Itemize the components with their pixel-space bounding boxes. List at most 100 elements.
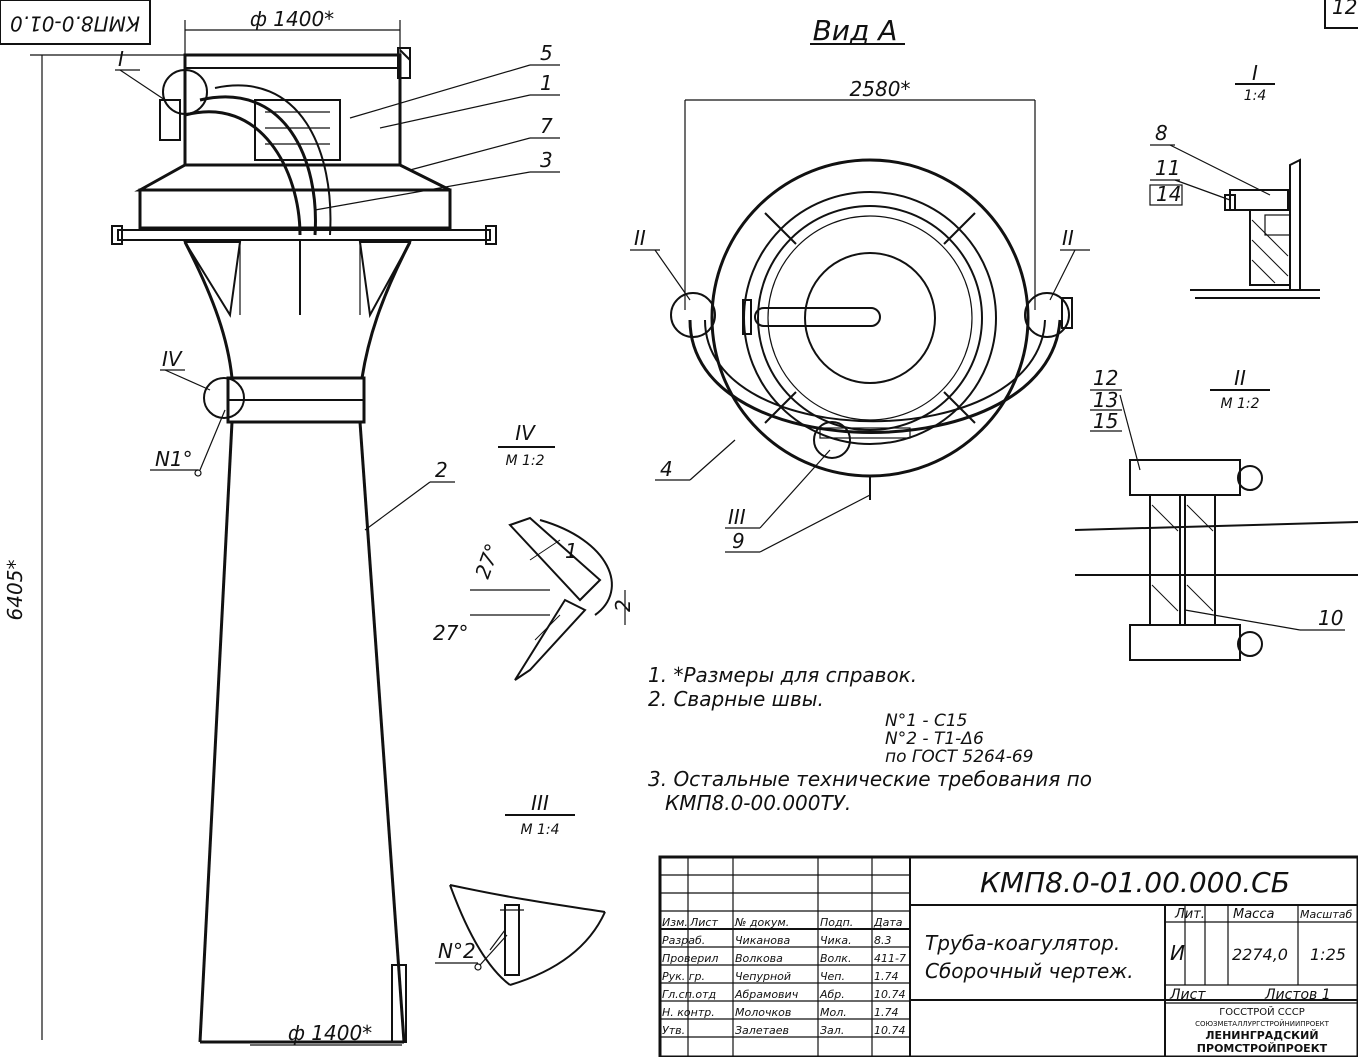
svg-text:Утв.: Утв. [662,1024,685,1037]
note-3b: КМП8.0-00.000ТУ. [665,791,851,815]
title-block: Изм. Лист № докум. Подп. Дата Разраб. Чи… [658,855,1358,1057]
callout-ii-left: II [634,226,646,250]
weld-gap: 2 [611,599,635,612]
pos-9: 9 [732,529,745,553]
weld-leg: 1 [565,539,578,563]
doc-code: КМП8.0-01.00.000.СБ [980,866,1290,899]
note-2: 2. Сварные швы. [648,687,824,711]
note-2b: N°2 - T1-Δ6 [885,729,984,749]
detail-i: I 1:4 8 11 14 [1149,61,1320,299]
detail-iii-scale: М 1:4 [520,822,559,838]
scale-value: 1:25 [1310,945,1346,964]
scale-label: Масштаб [1300,908,1352,921]
detail-iv-roman: IV [515,421,536,445]
sig-row-2: Рук. гр. Чепурной Чеп. 1.74 [662,970,899,983]
callout-ii-right: II [1062,226,1074,250]
pos-12: 12 [1093,366,1118,390]
doc-name-line2: Сборочный чертеж. [925,959,1134,983]
pos-15: 15 [1093,409,1118,433]
rotated-code-box: КМП8.0-01.0 [0,0,151,45]
svg-text:1.74: 1.74 [874,1006,899,1019]
note-2a: N°1 - C15 [885,711,967,731]
svg-text:10.74: 10.74 [874,988,906,1001]
weld-angle-upper: 27° [470,540,505,582]
dim-view-width: 2580* [850,77,911,101]
svg-text:Разраб.: Разраб. [662,934,705,947]
svg-text:Чика.: Чика. [820,934,852,947]
svg-text:Мол.: Мол. [820,1006,847,1019]
detail-i-scale: 1:4 [1244,88,1267,104]
svg-text:Чиканова: Чиканова [735,934,790,947]
svg-text:Абр.: Абр. [819,988,845,1001]
svg-text:411-7: 411-7 [874,952,906,965]
mass-label: Масса [1233,907,1274,922]
sheets-label: Листов 1 [1264,987,1331,1003]
hdr-sign: Подп. [820,916,853,929]
svg-text:Н. контр.: Н. контр. [662,1006,715,1019]
detail-i-roman: I [1252,61,1258,85]
org-line1: ГОССТРОЙ СССР [1219,1005,1305,1018]
detail-ii-scale: М 1:2 [1220,396,1259,412]
pos-13: 13 [1093,388,1118,412]
hdr-date: Дата [873,916,903,929]
svg-text:Волк.: Волк. [820,952,851,965]
detail-iii: III М 1:4 N°2 [435,791,606,986]
view-a-title: Вид А [813,14,898,47]
rotated-code: КМП8.0-01.0 [10,12,140,36]
sheet-number: 12 [1332,0,1357,19]
doc-name-line1: Труба-коагулятор. [925,931,1120,955]
detail-iv-scale: М 1:2 [505,453,544,469]
note-2c: по ГОСТ 5264-69 [885,747,1033,767]
callout-i: I [118,47,124,71]
main-elevation-view: ф 1400* 6405* [3,7,560,1046]
svg-text:Абрамович: Абрамович [734,988,799,1001]
pos-2: 2 [435,458,448,482]
weld-mark-n2: N°2 [438,939,476,963]
sheet-label: Лист [1169,987,1206,1003]
pos-11: 11 [1155,156,1180,180]
pos-1: 1 [540,71,553,95]
svg-text:Зал.: Зал. [820,1024,844,1037]
note-3: 3. Остальные технические требования по [648,767,1092,791]
dim-height: 6405* [3,560,27,621]
weld-angle-lower: 27° [433,621,468,645]
svg-text:Залетаев: Залетаев [735,1024,789,1037]
view-a: Вид А 2580* II II [630,14,1090,553]
hdr-list: Лист [689,916,718,929]
svg-text:Проверил: Проверил [662,952,718,965]
lit-label: Лит. [1174,907,1205,922]
detail-callout-circle-i [162,69,208,115]
hdr-izm: Изм. [662,916,688,929]
pos-8: 8 [1155,121,1168,145]
detail-callout-circle-iv [203,377,245,419]
org-line4: ПРОМСТРОЙПРОЕКТ [1197,1042,1328,1055]
sig-row-0: Разраб. Чиканова Чика. 8.3 [662,934,892,947]
sig-row-5: Утв. Залетаев Зал. 10.74 [662,1024,906,1037]
sig-row-4: Н. контр. Молочков Мол. 1.74 [662,1006,899,1019]
sheet-number-box: 12 [1324,0,1358,29]
detail-iii-roman: III [531,791,549,815]
note-1: 1. *Размеры для справок. [648,663,917,687]
svg-text:1.74: 1.74 [874,970,899,983]
svg-text:Рук. гр.: Рук. гр. [662,970,705,983]
hdr-doc: № докум. [734,916,789,929]
mass-value: 2274,0 [1232,945,1288,964]
pos-14: 14 [1156,182,1181,206]
detail-ii-roman: II [1234,366,1246,390]
svg-text:Чеп.: Чеп. [820,970,845,983]
detail-iv: IV М 1:2 27° 27° 2 1 [433,421,635,681]
svg-text:10.74: 10.74 [874,1024,906,1037]
pos-3: 3 [540,148,553,172]
technical-notes: 1. *Размеры для справок. 2. Сварные швы.… [648,663,1092,815]
pos-5: 5 [540,41,553,65]
svg-text:Чепурной: Чепурной [735,970,791,983]
org-line2: СОЮЗМЕТАЛЛУРГСТРОЙНИИПРОЕКТ [1195,1019,1330,1028]
callout-iii: III [728,505,746,529]
svg-text:Гл.сп.отд: Гл.сп.отд [662,988,716,1001]
dim-bottom-diameter: ф 1400* [288,1021,372,1045]
pos-10: 10 [1318,606,1343,630]
svg-text:8.3: 8.3 [874,934,892,947]
sig-row-3: Гл.сп.отд Абрамович Абр. 10.74 [662,988,906,1001]
callout-iv: IV [162,347,183,371]
